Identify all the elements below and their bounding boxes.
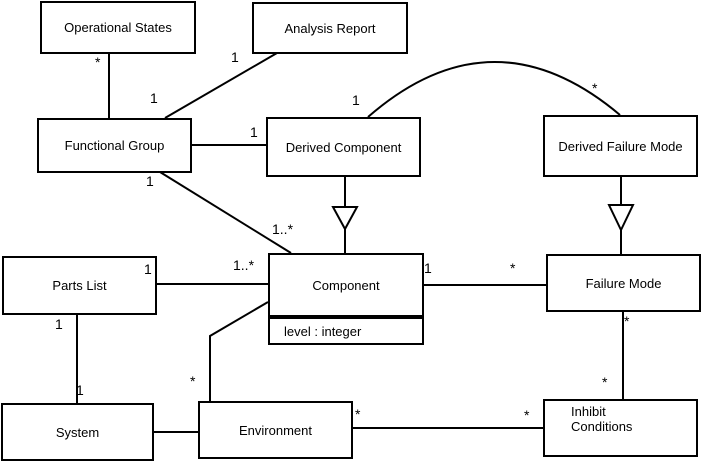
class-name: System xyxy=(55,424,100,440)
multiplicity-label: 1..* xyxy=(233,257,255,273)
association-analysis-report-functional-group xyxy=(164,52,278,119)
class-name: Derived Component xyxy=(285,139,402,155)
class-box-inhibit-conditions: Inhibit Conditions xyxy=(543,399,698,457)
multiplicity-label: 1 xyxy=(250,124,258,140)
multiplicity-label: 1 xyxy=(231,49,239,65)
class-name: Component xyxy=(312,277,380,293)
class-name: Inhibit Conditions xyxy=(571,404,633,434)
class-attribute-compartment-component: level : integer xyxy=(268,317,424,345)
generalization-triangle-icon xyxy=(607,204,635,233)
class-box-component: Component xyxy=(268,253,424,317)
multiplicity-label: * xyxy=(524,407,530,423)
class-box-derived-component: Derived Component xyxy=(266,117,421,177)
class-box-operational-states: Operational States xyxy=(40,1,196,54)
generalization-triangle-icon xyxy=(331,206,359,232)
class-name: Failure Mode xyxy=(585,275,662,291)
multiplicity-label: 1..* xyxy=(272,221,294,237)
class-name: Derived Failure Mode xyxy=(558,138,683,154)
multiplicity-label: * xyxy=(190,373,196,389)
class-name: Parts List xyxy=(52,278,107,293)
association-environment-component xyxy=(209,301,269,401)
multiplicity-label: 1 xyxy=(146,173,154,189)
multiplicity-label: * xyxy=(510,260,516,276)
multiplicity-label: * xyxy=(95,54,101,70)
multiplicity-label: * xyxy=(355,406,361,422)
multiplicity-label: * xyxy=(592,80,598,96)
class-name: Operational States xyxy=(64,20,172,35)
multiplicity-label: 1 xyxy=(76,382,84,398)
class-box-analysis-report: Analysis Report xyxy=(252,2,408,54)
class-name: Environment xyxy=(239,422,312,438)
class-name: Analysis Report xyxy=(284,20,376,36)
multiplicity-label: 1 xyxy=(55,316,63,332)
class-box-functional-group: Functional Group xyxy=(37,118,192,173)
class-box-derived-failure-mode: Derived Failure Mode xyxy=(543,115,698,177)
association-functional-group-component xyxy=(159,171,292,254)
multiplicity-label: * xyxy=(602,374,608,390)
multiplicity-label: * xyxy=(624,313,630,329)
association-arc-derived-component-derived-failure-mode xyxy=(367,61,621,118)
class-box-failure-mode: Failure Mode xyxy=(546,254,701,312)
multiplicity-label: 1 xyxy=(144,261,152,277)
class-box-system: System xyxy=(1,403,154,461)
multiplicity-label: 1 xyxy=(352,92,360,108)
class-name: Functional Group xyxy=(64,138,165,153)
multiplicity-label: 1 xyxy=(150,90,158,106)
class-box-parts-list: Parts List xyxy=(2,256,157,315)
class-attribute: level : integer xyxy=(284,323,362,339)
multiplicity-label: 1 xyxy=(424,260,432,276)
class-box-environment: Environment xyxy=(198,401,353,459)
